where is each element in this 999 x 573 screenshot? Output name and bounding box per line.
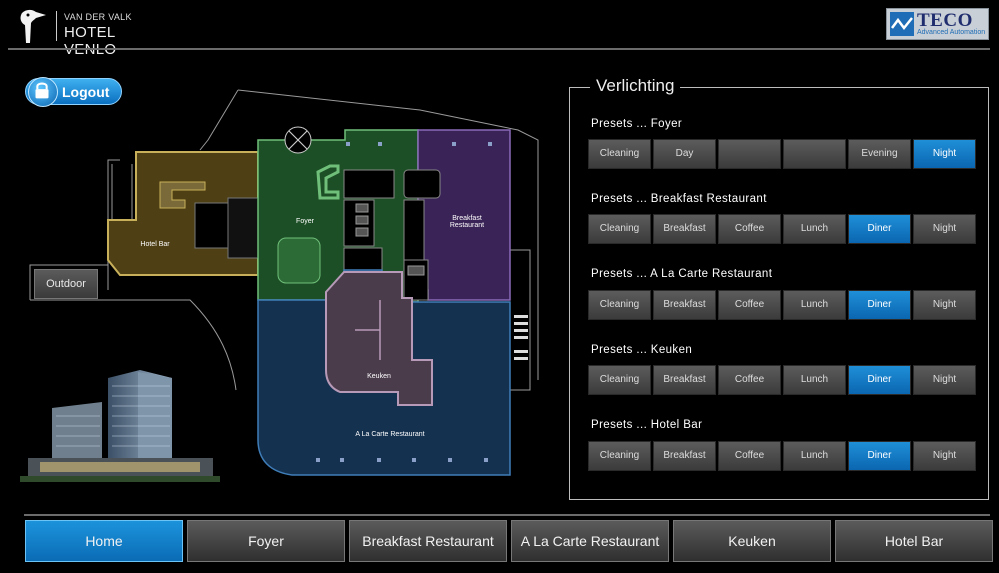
preset-button-foyer-empty-3[interactable] [783,139,846,169]
preset-button-keuken-cleaning[interactable]: Cleaning [588,365,651,395]
logout-button[interactable]: Logout [25,77,122,107]
preset-group-title-keuken: Presets ... Keuken [591,344,693,356]
preset-button-a-la-carte-restaurant-lunch[interactable]: Lunch [783,290,846,320]
preset-button-a-la-carte-restaurant-night[interactable]: Night [913,290,976,320]
brand-title: HOTEL VENLO [64,24,116,58]
hotel-logo: VAN DER VALK HOTEL VENLO [8,5,158,58]
brand-divider [56,11,57,41]
preset-button-breakfast-restaurant-cleaning[interactable]: Cleaning [588,214,651,244]
preset-group-title-hotel-bar: Presets ... Hotel Bar [591,419,703,431]
plan-label-foyer: Foyer [296,218,314,225]
staircase [514,315,528,360]
preset-button-breakfast-restaurant-lunch[interactable]: Lunch [783,214,846,244]
preset-button-hotel-bar-breakfast[interactable]: Breakfast [653,441,716,471]
preset-button-breakfast-restaurant-coffee[interactable]: Coffee [718,214,781,244]
plan-label-a-la-carte: A La Carte Restaurant [355,431,425,438]
hotel-building-image [20,370,220,482]
preset-button-foyer-night[interactable]: Night [913,139,976,169]
header-divider [8,48,990,50]
teco-tagline: Advanced Automation [917,29,986,36]
preset-button-breakfast-restaurant-diner[interactable]: Diner [848,214,911,244]
teco-name: TECO [917,10,973,31]
floor-plan [29,89,539,476]
brand-subtitle: VAN DER VALK [64,12,132,22]
teco-wave-icon [890,12,914,36]
plan-label-breakfast-restaurant: Breakfast Restaurant [449,215,485,229]
nav-divider [24,514,990,516]
preset-group-title-breakfast-restaurant: Presets ... Breakfast Restaurant [591,193,767,205]
preset-button-a-la-carte-restaurant-breakfast[interactable]: Breakfast [653,290,716,320]
preset-button-hotel-bar-lunch[interactable]: Lunch [783,441,846,471]
preset-button-keuken-coffee[interactable]: Coffee [718,365,781,395]
preset-button-keuken-diner[interactable]: Diner [848,365,911,395]
nav-foyer[interactable]: Foyer [187,520,345,562]
preset-button-hotel-bar-coffee[interactable]: Coffee [718,441,781,471]
outdoor-button[interactable]: Outdoor [34,269,98,299]
preset-button-foyer-cleaning[interactable]: Cleaning [588,139,651,169]
zone-keuken [325,271,433,406]
preset-button-a-la-carte-restaurant-coffee[interactable]: Coffee [718,290,781,320]
preset-group-title-a-la-carte-restaurant: Presets ... A La Carte Restaurant [591,268,773,280]
preset-button-hotel-bar-cleaning[interactable]: Cleaning [588,441,651,471]
nav-a-la-carte-restaurant[interactable]: A La Carte Restaurant [511,520,669,562]
preset-button-hotel-bar-night[interactable]: Night [913,441,976,471]
nav-hotel-bar[interactable]: Hotel Bar [835,520,993,562]
preset-button-keuken-night[interactable]: Night [913,365,976,395]
teco-logo: TECO Advanced Automation [886,8,989,40]
nav-keuken[interactable]: Keuken [673,520,831,562]
logout-label: Logout [62,84,110,100]
padlock-icon [28,77,58,107]
nav-breakfast-restaurant[interactable]: Breakfast Restaurant [349,520,507,562]
preset-button-breakfast-restaurant-night[interactable]: Night [913,214,976,244]
preset-button-keuken-lunch[interactable]: Lunch [783,365,846,395]
preset-button-breakfast-restaurant-breakfast[interactable]: Breakfast [653,214,716,244]
nav-home[interactable]: Home [25,520,183,562]
preset-button-foyer-evening[interactable]: Evening [848,139,911,169]
toucan-icon [20,9,46,43]
header: VAN DER VALK HOTEL VENLO TECO Advanced A… [0,0,999,58]
plan-label-hotel-bar: Hotel Bar [140,241,170,248]
lighting-panel [569,87,989,500]
plan-label-keuken: Keuken [367,373,391,380]
preset-button-a-la-carte-restaurant-cleaning[interactable]: Cleaning [588,290,651,320]
preset-group-title-foyer: Presets ... Foyer [591,118,683,130]
preset-button-hotel-bar-diner[interactable]: Diner [848,441,911,471]
preset-button-foyer-day[interactable]: Day [653,139,716,169]
preset-button-foyer-empty-2[interactable] [718,139,781,169]
preset-button-keuken-breakfast[interactable]: Breakfast [653,365,716,395]
lighting-panel-title: Verlichting [590,76,681,96]
preset-button-a-la-carte-restaurant-diner[interactable]: Diner [848,290,911,320]
